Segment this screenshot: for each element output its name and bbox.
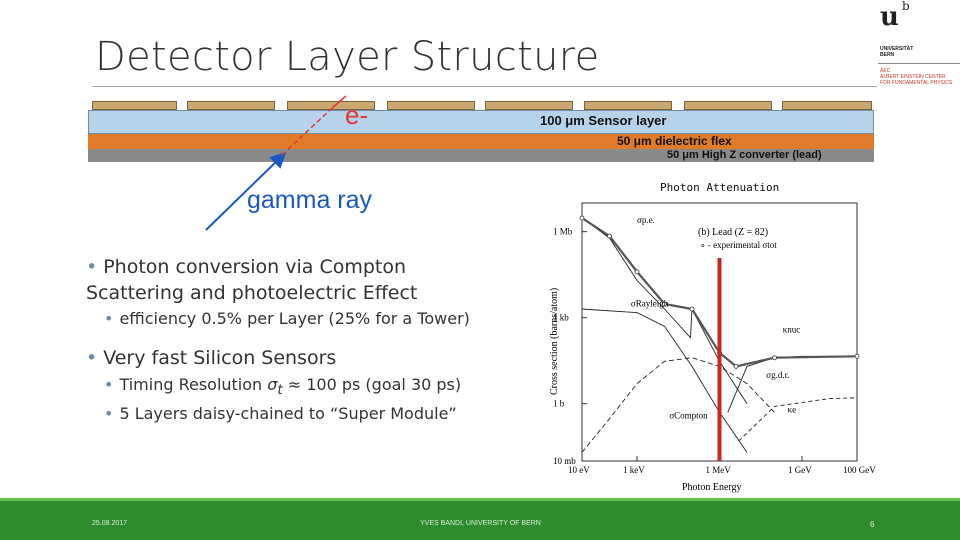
series-line (581, 217, 748, 404)
bullet-timing-resolution: • Timing Resolution σt ≈ 100 ps (goal 30 … (104, 375, 461, 398)
dielectric-flex-label: 50 μm dielectric flex (617, 134, 732, 148)
series-labels: σp.e. σRayleigh σCompton κnuc κe σg.d.r. (631, 215, 800, 421)
bullet-five-layers: • 5 Layers daisy-chained to “Super Module… (104, 404, 457, 423)
bullet-text: Very fast Silicon Sensors (103, 347, 337, 369)
readout-pad (782, 101, 872, 110)
sensor-layer-label: 100 μm Sensor layer (540, 113, 667, 128)
y-axis-label: Cross section (barns/atom) (549, 288, 560, 395)
readout-pad (684, 101, 772, 110)
bullet-text: 5 Layers daisy-chained to “Super Module” (119, 404, 457, 423)
bullet-text: Photon conversion via Compton Scattering… (86, 256, 418, 304)
readout-pad (187, 101, 275, 110)
bullet-dot: • (86, 347, 98, 369)
x-tick-label: 100 GeV (843, 465, 876, 475)
experimental-point (662, 301, 667, 307)
footer-author: YVES BANDI, UNIVERSITY OF BERN (420, 520, 541, 527)
logo-university-name: UNIVERSITÄT BERN (880, 46, 914, 58)
logo-center-name: AEC ALBERT EINSTEIN CENTER FOR FUNDAMENT… (880, 68, 953, 86)
x-tick-label: 1 keV (623, 465, 645, 475)
footer-bar (0, 498, 960, 540)
series-line (581, 357, 775, 453)
footer-stripe (0, 498, 960, 501)
electron-label: e- (345, 100, 369, 130)
x-ticks: 10 eV 1 keV 1 MeV 1 GeV 100 GeV (568, 456, 876, 475)
gamma-ray-label: gamma ray (247, 186, 373, 214)
footer-page-number: 6 (870, 520, 875, 529)
legend-experimental: ∘ - experimental σtot (700, 240, 777, 250)
electron-track (329, 95, 347, 111)
logo-superscript: b (902, 0, 910, 13)
plot-title: Photon Attenuation (660, 181, 780, 194)
y-tick-label: 1 Mb (553, 227, 573, 237)
series-line (581, 308, 748, 453)
converter-layer-label: 50 μm High Z converter (lead) (667, 149, 822, 161)
series-line (738, 397, 858, 442)
bullet-fast-sensors: •Very fast Silicon Sensors (86, 347, 336, 369)
readout-pad (92, 101, 177, 110)
readout-pad (485, 101, 573, 110)
y-tick-label: 1 kb (553, 313, 569, 323)
title-divider (92, 86, 877, 87)
y-tick-label: 1 b (553, 399, 565, 409)
bullet-text: efficiency 0.5% per Layer (25% for a Tow… (119, 309, 470, 328)
experimental-point (579, 215, 585, 221)
series-label: σRayleigh (631, 298, 669, 308)
y-tick-label: 10 mb (553, 456, 576, 466)
bullet-dot: • (104, 404, 114, 423)
experimental-point (634, 269, 640, 275)
y-ticks: 10 mb 1 b 1 kb 1 Mb (553, 227, 587, 466)
series-label: κe (788, 404, 797, 414)
slide-title: Detector Layer Structure (95, 34, 600, 80)
logo-mark: u (880, 2, 899, 32)
bullet-efficiency: • efficiency 0.5% per Layer (25% for a To… (104, 309, 470, 328)
bullet-photon-conversion: •Photon conversion via Compton Scatterin… (86, 254, 506, 306)
sensor-layer (88, 110, 874, 134)
bullet-dot: • (86, 256, 98, 278)
series-label: κnuc (783, 325, 801, 335)
university-logo: u b UNIVERSITÄT BERN AEC ALBERT EINSTEIN… (878, 0, 960, 90)
experimental-point (854, 353, 860, 359)
bullet-dot: • (104, 375, 114, 394)
gamma-track (205, 151, 287, 231)
experimental-point (733, 363, 739, 369)
inset-label: (b) Lead (Z = 82) (698, 227, 768, 238)
x-axis-label: Photon Energy (682, 482, 742, 493)
logo-divider (878, 63, 960, 64)
cross-section-curves (579, 215, 860, 453)
x-tick-label: 1 MeV (706, 465, 732, 475)
x-tick-label: 10 eV (568, 465, 590, 475)
experimental-point (607, 233, 612, 239)
bullet-dot: • (104, 309, 114, 328)
series-label: σp.e. (637, 215, 655, 225)
experimental-point (772, 355, 777, 361)
bullet-text: Timing Resolution (119, 375, 268, 394)
readout-pad (584, 101, 672, 110)
series-label: σCompton (669, 411, 708, 421)
readout-pad (387, 101, 475, 110)
sigma-symbol: σ (267, 375, 278, 394)
readout-pads (92, 101, 872, 111)
x-tick-label: 1 GeV (788, 465, 812, 475)
electron-track-inside (281, 109, 331, 156)
dielectric-flex-layer (88, 134, 874, 149)
sigma-subscript: t (277, 383, 283, 399)
photon-attenuation-chart: 10 mb 1 b 1 kb 1 Mb 10 eV 1 keV 1 MeV 1 GeV 100… (549, 202, 876, 493)
series-label: σg.d.r. (766, 370, 789, 380)
experimental-point (689, 306, 695, 312)
bullet-text-suffix: ≈ 100 ps (goal 30 ps) (282, 375, 462, 394)
footer-date: 25.08.2017 (92, 520, 128, 527)
